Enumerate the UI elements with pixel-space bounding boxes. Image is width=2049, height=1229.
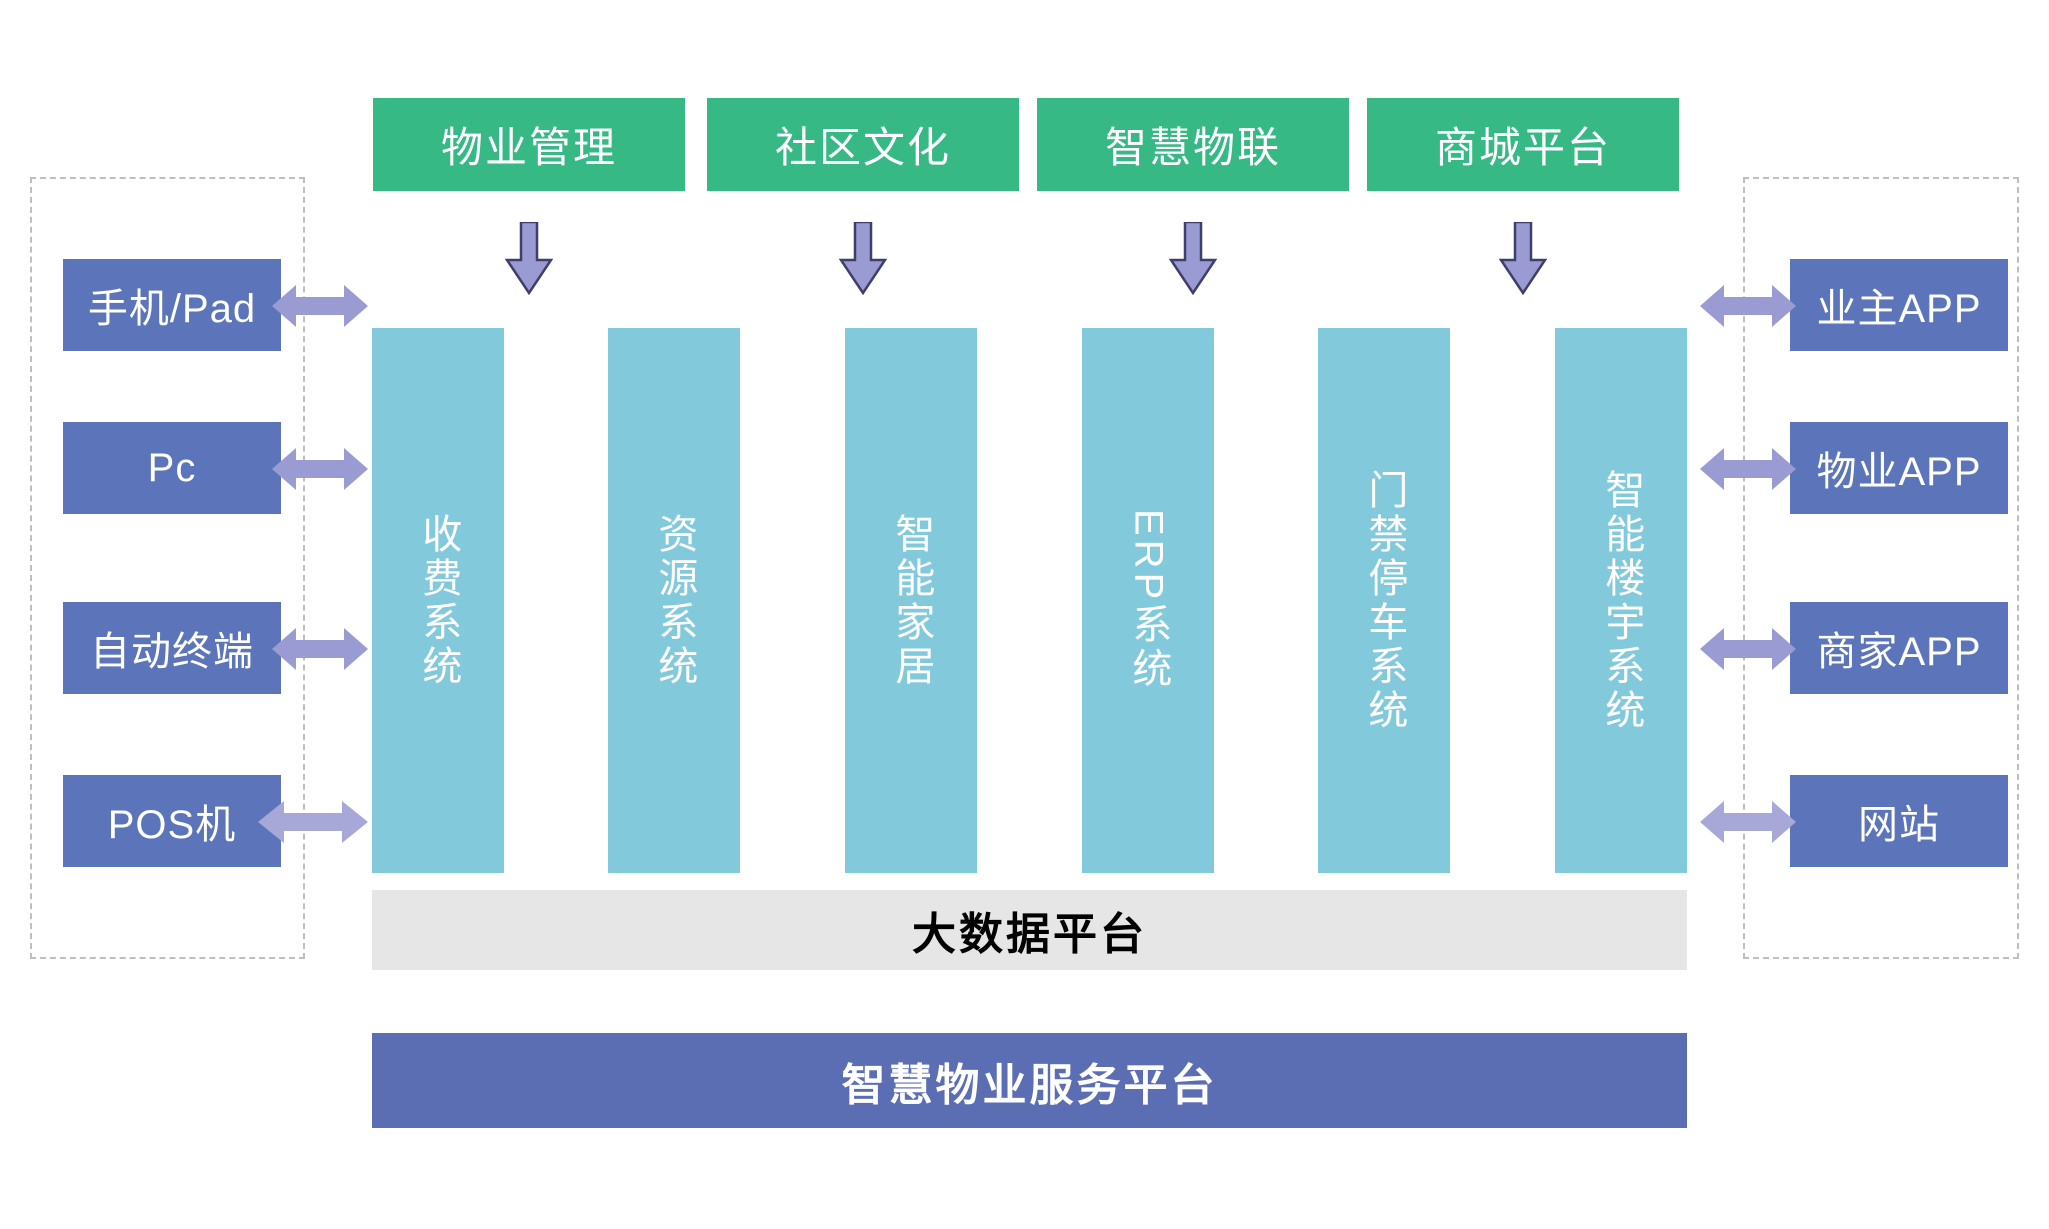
- system-column-5[interactable]: 智能楼宇系统: [1555, 328, 1687, 873]
- system-label: 收费系统: [416, 512, 461, 689]
- top-module-2[interactable]: 智慧物联: [1037, 98, 1349, 191]
- right-channel-2[interactable]: 商家APP: [1790, 602, 2008, 694]
- left-device-0[interactable]: 手机/Pad: [63, 259, 281, 351]
- system-label: 智能楼宇系统: [1599, 468, 1644, 733]
- top-module-label: 智慧物联: [1104, 124, 1281, 171]
- right-channel-0[interactable]: 业主APP: [1790, 259, 2008, 351]
- left-device-2[interactable]: 自动终端: [63, 602, 281, 694]
- arrow-left-right-icon: [272, 626, 368, 672]
- right-channel-label: 业主APP: [1816, 287, 1982, 331]
- left-device-group: [30, 177, 305, 959]
- arrow-down-icon: [505, 222, 553, 295]
- system-label: 资源系统: [652, 512, 697, 689]
- system-column-3[interactable]: ERP系统: [1082, 328, 1214, 873]
- right-channel-label: 商家APP: [1816, 630, 1982, 674]
- right-channel-label: 网站: [1858, 803, 1940, 847]
- arrow-left-right-icon: [272, 283, 368, 329]
- left-device-3[interactable]: POS机: [63, 775, 281, 867]
- service-platform-bar[interactable]: 智慧物业服务平台: [372, 1033, 1687, 1128]
- arrow-down-icon: [1169, 222, 1217, 295]
- left-device-label: 手机/Pad: [87, 287, 257, 331]
- top-module-1[interactable]: 社区文化: [707, 98, 1019, 191]
- big-data-platform-bar[interactable]: 大数据平台: [372, 890, 1687, 970]
- right-channel-label: 物业APP: [1816, 450, 1982, 494]
- right-channel-3[interactable]: 网站: [1790, 775, 2008, 867]
- left-device-label: POS机: [107, 803, 237, 847]
- right-channel-group: [1743, 177, 2019, 959]
- top-module-0[interactable]: 物业管理: [373, 98, 685, 191]
- system-column-4[interactable]: 门禁停车系统: [1318, 328, 1450, 873]
- left-device-label: Pc: [147, 445, 197, 490]
- arrow-down-icon: [1499, 222, 1547, 295]
- left-device-1[interactable]: Pc: [63, 422, 281, 514]
- system-label: ERP系统: [1126, 509, 1171, 692]
- left-device-label: 自动终端: [90, 630, 254, 674]
- system-column-1[interactable]: 资源系统: [608, 328, 740, 873]
- arrow-left-right-icon: [272, 446, 368, 492]
- arrow-left-right-icon: [1700, 283, 1796, 329]
- service-platform-label: 智慧物业服务平台: [841, 1060, 1218, 1110]
- top-module-3[interactable]: 商城平台: [1367, 98, 1679, 191]
- top-module-label: 商城平台: [1434, 124, 1611, 171]
- arrow-left-right-icon: [1700, 626, 1796, 672]
- right-channel-1[interactable]: 物业APP: [1790, 422, 2008, 514]
- top-module-label: 物业管理: [440, 124, 617, 171]
- system-label: 门禁停车系统: [1362, 468, 1407, 733]
- top-module-label: 社区文化: [774, 124, 951, 171]
- system-column-2[interactable]: 智能家居: [845, 328, 977, 873]
- arrow-left-right-icon: [258, 799, 368, 845]
- system-label: 智能家居: [889, 512, 934, 689]
- arrow-left-right-icon: [1700, 799, 1796, 845]
- arrow-down-icon: [839, 222, 887, 295]
- big-data-platform-label: 大数据平台: [912, 910, 1147, 959]
- system-column-0[interactable]: 收费系统: [372, 328, 504, 873]
- arrow-left-right-icon: [1700, 446, 1796, 492]
